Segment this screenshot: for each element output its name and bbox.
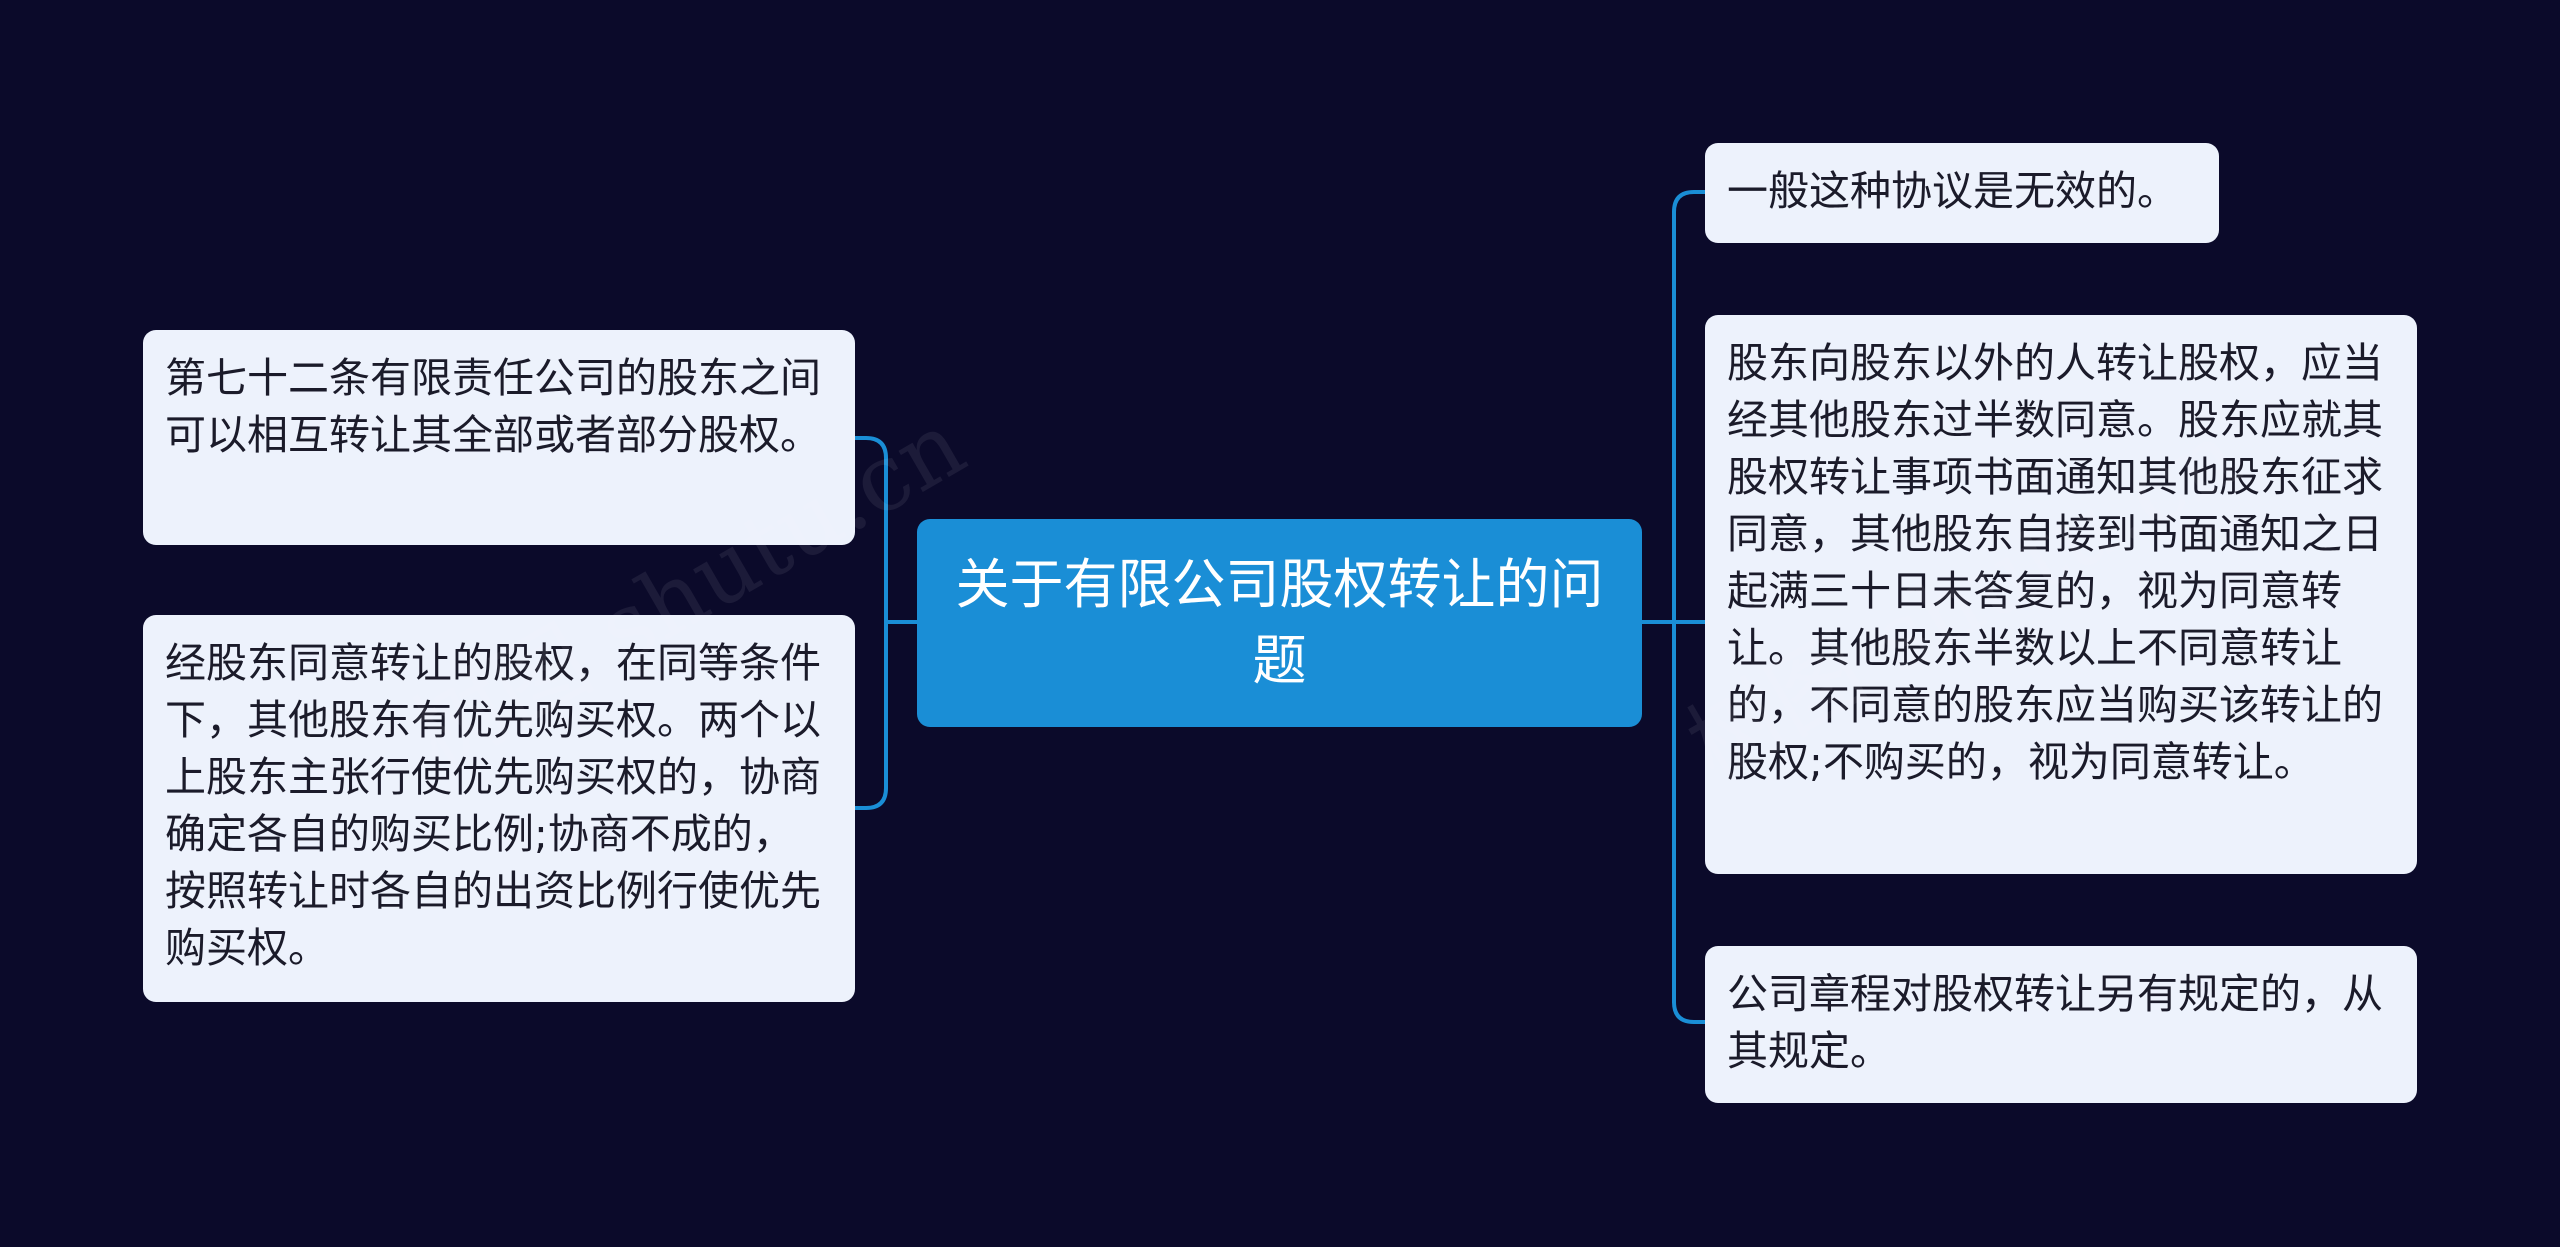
root-topic[interactable]: 关于有限公司股权转让的问题: [917, 519, 1642, 727]
connector-right-1: [1672, 190, 1707, 214]
right-topic-3-text: 公司章程对股权转让另有规定的，从其规定。: [1727, 970, 2383, 1075]
right-topic-2[interactable]: 股东向股东以外的人转让股权，应当经其他股东过半数同意。股东应就其股权转让事项书面…: [1705, 315, 2417, 874]
connector-left-1: [853, 436, 888, 460]
left-topic-1[interactable]: 第七十二条有限责任公司的股东之间可以相互转让其全部或者部分股权。: [143, 330, 855, 545]
right-topic-1[interactable]: 一般这种协议是无效的。: [1705, 143, 2219, 243]
left-topic-2[interactable]: 经股东同意转让的股权，在同等条件下，其他股东有优先购买权。两个以上股东主张行使优…: [143, 615, 855, 1002]
left-topic-2-text: 经股东同意转让的股权，在同等条件下，其他股东有优先购买权。两个以上股东主张行使优…: [165, 639, 821, 972]
connector-left-2: [853, 786, 888, 810]
right-topic-3[interactable]: 公司章程对股权转让另有规定的，从其规定。: [1705, 946, 2417, 1103]
right-topic-1-text: 一般这种协议是无效的。: [1727, 167, 2178, 215]
connector-right-3: [1672, 1000, 1707, 1024]
left-topic-1-text: 第七十二条有限责任公司的股东之间可以相互转让其全部或者部分股权。: [165, 354, 821, 459]
root-topic-label: 关于有限公司股权转让的问题: [955, 553, 1604, 692]
right-topic-2-text: 股东向股东以外的人转让股权，应当经其他股东过半数同意。股东应就其股权转让事项书面…: [1727, 339, 2383, 786]
